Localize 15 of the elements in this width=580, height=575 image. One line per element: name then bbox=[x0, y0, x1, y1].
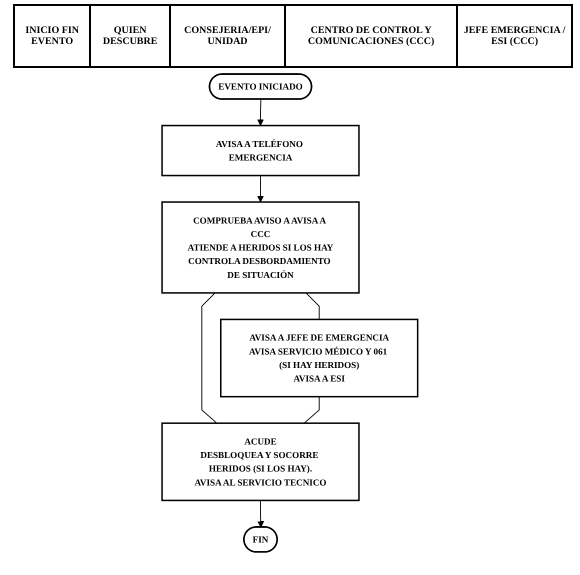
table-header-cell: JEFE EMERGENCIA / ESI (CCC) bbox=[457, 5, 572, 67]
connector bbox=[304, 396, 320, 424]
arrow bbox=[257, 98, 264, 126]
arrow bbox=[257, 175, 264, 202]
table-header-cell: QUIEN DESCUBRE bbox=[90, 5, 170, 67]
table-header-cell: CONSEJERIA/EPI/ UNIDAD bbox=[170, 5, 286, 67]
arrow bbox=[258, 500, 264, 528]
node-box: COMPRUEBA AVISO A AVISA A CCC ATIENDE A HERIDOS SI LOS HAY CONTROLA DESBORDAMIENTO DE SITUACIÓN bbox=[161, 201, 360, 294]
connector bbox=[202, 292, 218, 424]
node-box: AVISA A TELÉFONO EMERGENCIA bbox=[161, 124, 360, 176]
table-header-cell: INICIO FIN EVENTO bbox=[14, 5, 90, 67]
node-box: ACUDE DESBLOQUEA Y SOCORRE HERIDOS (SI LOS HAY). AVISA AL SERVICIO TECNICO bbox=[161, 422, 360, 502]
node-box: AVISA A JEFE DE EMERGENCIA AVISA SERVICIO MÉDICO Y 061 (SI HAY HERIDOS) AVISA A ESI bbox=[220, 318, 419, 398]
connector bbox=[306, 292, 320, 320]
table-header-cell: CENTRO DE CONTROL Y COMUNICACIONES (CCC) bbox=[285, 5, 458, 67]
